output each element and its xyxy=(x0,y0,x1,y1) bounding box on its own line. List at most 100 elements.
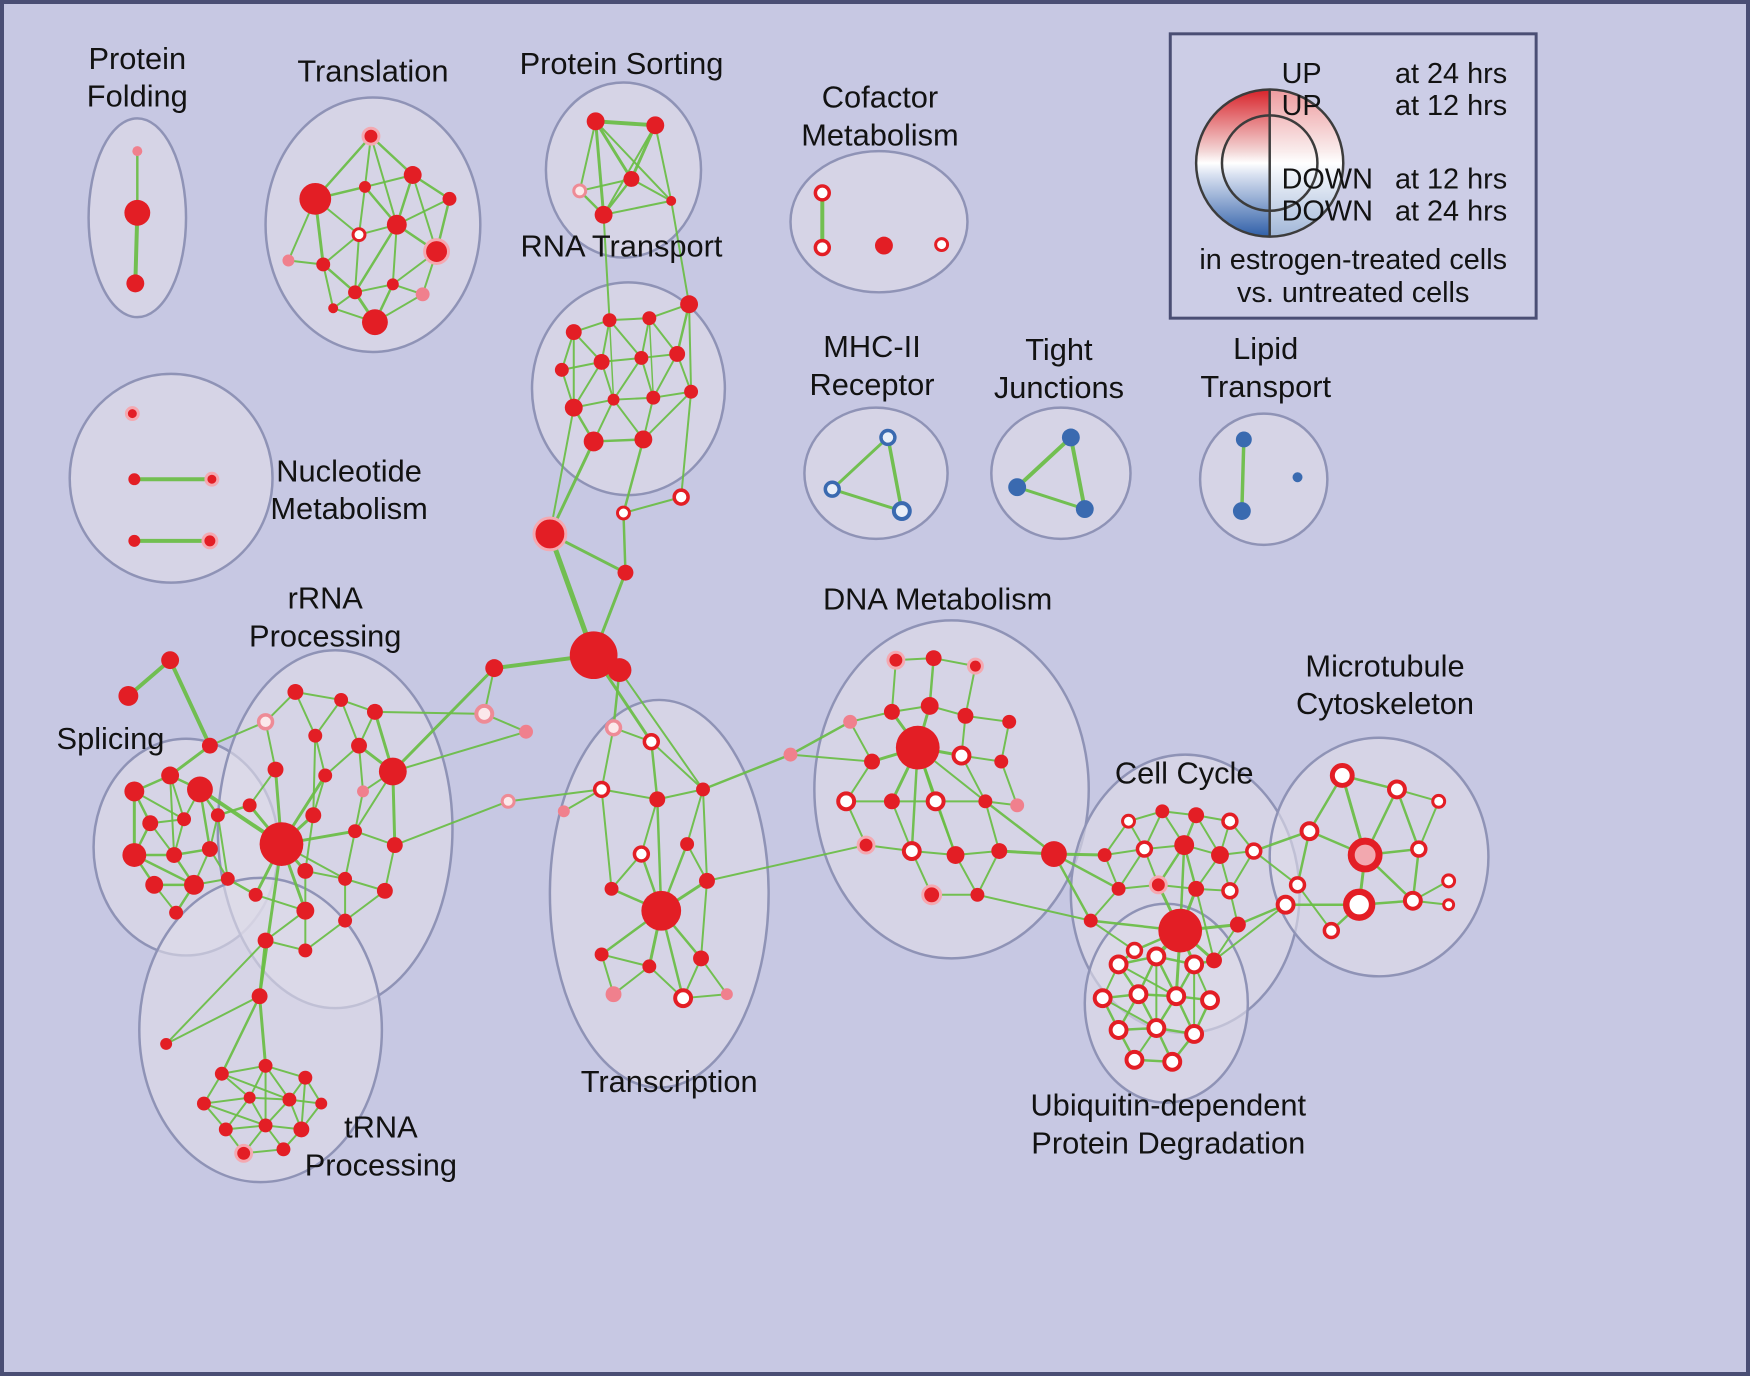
gene-node xyxy=(895,725,940,770)
gene-node xyxy=(720,988,733,1001)
interaction-edge xyxy=(608,319,615,401)
gene-node xyxy=(673,988,694,1009)
gene-node xyxy=(415,287,430,302)
gene-node xyxy=(316,257,331,272)
gene-node xyxy=(1158,908,1203,953)
gene-node xyxy=(1188,807,1205,824)
interaction-edge xyxy=(1015,485,1087,511)
gene-node xyxy=(204,471,220,487)
gene-node xyxy=(604,719,623,737)
cluster-label-microtubule-cytoskeleton: Microtubule xyxy=(1305,648,1464,683)
gene-node xyxy=(122,843,147,867)
gene-node xyxy=(920,696,939,715)
interaction-edge xyxy=(1089,919,1136,952)
gene-node xyxy=(616,505,631,521)
gene-node xyxy=(994,754,1009,769)
gene-node xyxy=(569,631,618,680)
cluster-label-microtubule-cytoskeleton: Cytoskeleton xyxy=(1296,686,1474,721)
cluster-label-lipid-transport: Lipid xyxy=(1233,331,1298,366)
gene-node xyxy=(142,815,159,832)
gene-node xyxy=(1431,793,1447,809)
cluster-label-tight-junctions: Tight xyxy=(1025,332,1093,367)
gene-node xyxy=(378,757,407,786)
interaction-edge xyxy=(642,390,693,441)
gene-node xyxy=(184,874,204,895)
gene-node xyxy=(1275,894,1296,915)
gene-node xyxy=(925,791,946,812)
gene-node xyxy=(564,398,583,417)
interaction-edge xyxy=(314,698,343,737)
cluster-label-trna-processing: tRNA xyxy=(344,1110,418,1145)
gene-node xyxy=(1041,841,1067,867)
gene-node xyxy=(351,737,367,754)
gene-node xyxy=(1184,954,1205,975)
gene-node xyxy=(1092,988,1113,1009)
gene-node xyxy=(293,1121,310,1138)
gene-node xyxy=(218,1122,233,1137)
gene-node xyxy=(1200,990,1220,1011)
legend-direction-2: DOWN xyxy=(1282,164,1373,196)
interaction-edge xyxy=(1395,788,1421,851)
gene-node xyxy=(1292,472,1303,483)
interaction-edge xyxy=(594,119,633,181)
gene-node xyxy=(1184,1024,1205,1044)
gene-node xyxy=(843,714,858,729)
gene-node xyxy=(1075,500,1094,518)
gene-node xyxy=(282,254,295,267)
interaction-edge xyxy=(216,814,229,880)
cluster-label-ubiquitin: Protein Degradation xyxy=(1031,1125,1305,1160)
gene-node xyxy=(124,406,140,422)
gene-node xyxy=(883,703,900,720)
gene-node xyxy=(1155,804,1170,819)
interaction-edge xyxy=(652,352,679,399)
interaction-edge xyxy=(169,774,176,857)
legend-time-1: at 12 hrs xyxy=(1395,90,1507,122)
gene-node xyxy=(783,747,798,762)
legend-caption-line-0: in estrogen-treated cells xyxy=(1199,244,1507,276)
interaction-edge xyxy=(391,666,496,774)
cluster-label-lipid-transport: Transport xyxy=(1200,369,1331,404)
gene-node xyxy=(951,745,972,766)
gene-node xyxy=(1322,921,1341,940)
interaction-edge xyxy=(1117,963,1178,998)
cluster-label-nucleotide-metabolism: Metabolism xyxy=(270,491,427,526)
gene-node xyxy=(132,146,143,157)
gene-node xyxy=(1166,986,1187,1007)
gene-node xyxy=(921,884,943,906)
gene-node xyxy=(338,871,353,886)
interaction-edge xyxy=(830,487,904,513)
gene-node xyxy=(366,703,383,720)
cluster-ellipse-lipid-transport xyxy=(1198,412,1329,547)
gene-node xyxy=(1188,880,1205,897)
gene-node xyxy=(328,303,339,314)
gene-node xyxy=(602,313,617,328)
legend-direction-0: UP xyxy=(1282,58,1322,90)
gene-node xyxy=(669,346,686,362)
gene-node xyxy=(287,684,304,700)
gene-node xyxy=(187,776,213,803)
gene-node xyxy=(554,362,569,377)
gene-node xyxy=(1235,431,1252,448)
gene-node xyxy=(442,191,457,206)
gene-node xyxy=(1002,714,1017,729)
interaction-edge xyxy=(353,223,399,294)
interaction-edge xyxy=(886,435,904,513)
interaction-edge xyxy=(1015,435,1073,490)
gene-node xyxy=(128,534,141,547)
gene-node xyxy=(1008,478,1027,497)
interaction-edge xyxy=(629,123,657,181)
gene-node xyxy=(362,309,388,336)
interaction-edge xyxy=(1068,435,1087,512)
cluster-label-transcription: Transcription xyxy=(581,1064,758,1099)
gene-node xyxy=(1146,1018,1167,1038)
legend-time-2: at 12 hrs xyxy=(1395,164,1507,196)
interaction-edge xyxy=(208,720,267,747)
interaction-edge xyxy=(393,800,510,847)
interaction-edge xyxy=(322,263,335,310)
cluster-label-ubiquitin: Ubiquitin-dependent xyxy=(1030,1088,1306,1123)
gene-node xyxy=(251,988,268,1005)
gene-node xyxy=(386,214,407,235)
interaction-edge xyxy=(358,185,366,236)
cluster-label-rna-transport: RNA Transport xyxy=(520,229,722,264)
